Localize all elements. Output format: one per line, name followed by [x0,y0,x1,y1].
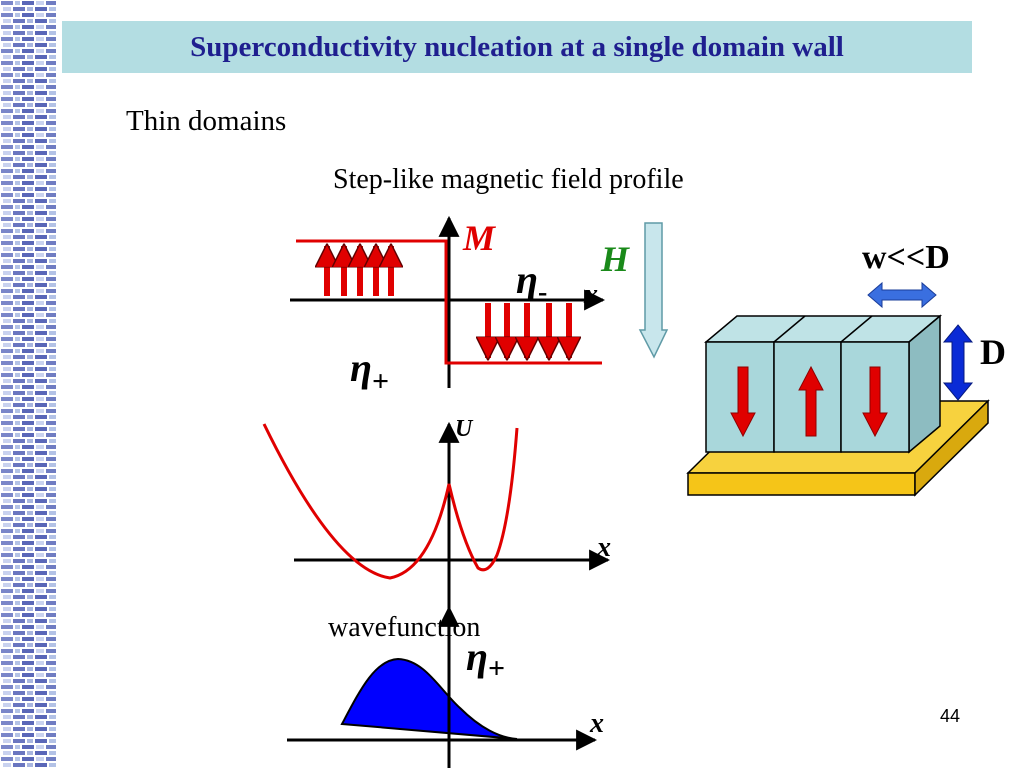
potential-diagram: U x [262,416,611,612]
thickness-label: D [980,332,1006,372]
domain-wall-top [773,315,806,343]
domain-wall-top [840,315,873,343]
field-profile-label: Step-like magnetic field profile [333,164,684,195]
profile-x-label: x [583,279,598,310]
slide-number: 44 [940,706,961,726]
domain-block-diagram: w<<D D [686,239,1006,497]
wavefunction-eta-symbol: η [466,634,488,679]
eta-minus-symbol: η [516,257,538,302]
magnetization-up-arrows [327,246,391,296]
slide-title: Superconductivity nucleation at a single… [190,30,844,63]
width-double-arrow [867,281,937,309]
sidebar-decoration [0,0,58,768]
potential-y-label: U [455,416,474,442]
eta-minus-label: η- [516,257,547,308]
field-label: H [600,239,630,279]
wavefunction-shape [340,657,518,740]
potential-x-label: x [596,532,611,563]
eta-plus-symbol: η [350,345,372,390]
magnetization-label: M [462,218,497,258]
eta-plus-subscript: + [372,365,389,398]
substrate-front [687,472,916,496]
thickness-double-arrow [942,324,974,401]
substrate-side [914,399,989,497]
magnetization-step-line [296,239,602,365]
domain-down-arrow [730,366,756,438]
block-top [703,315,943,343]
domain-up-arrow [798,365,824,437]
magnetization-down-arrows [488,303,569,358]
eta-minus-subscript: - [538,277,547,308]
wavefunction-label: wavefunction [328,612,481,643]
field-direction-arrow [638,222,669,359]
sidebar-pattern [0,0,58,768]
wavefunction-eta-subscript: + [488,652,505,685]
wavefunction-diagram: η+ x [287,605,604,768]
wavefunction-eta-label: η+ [466,634,505,685]
step-profile-diagram: M H η- x η+ [290,215,669,398]
title-bar: Superconductivity nucleation at a single… [62,21,972,73]
eta-plus-label: η+ [350,345,389,398]
width-relation-label: w<<D [862,239,950,276]
potential-curve [262,423,519,580]
wavefunction-x-label: x [589,708,604,739]
domain-down-arrow [862,366,888,438]
slide-subtitle: Thin domains [126,105,287,137]
